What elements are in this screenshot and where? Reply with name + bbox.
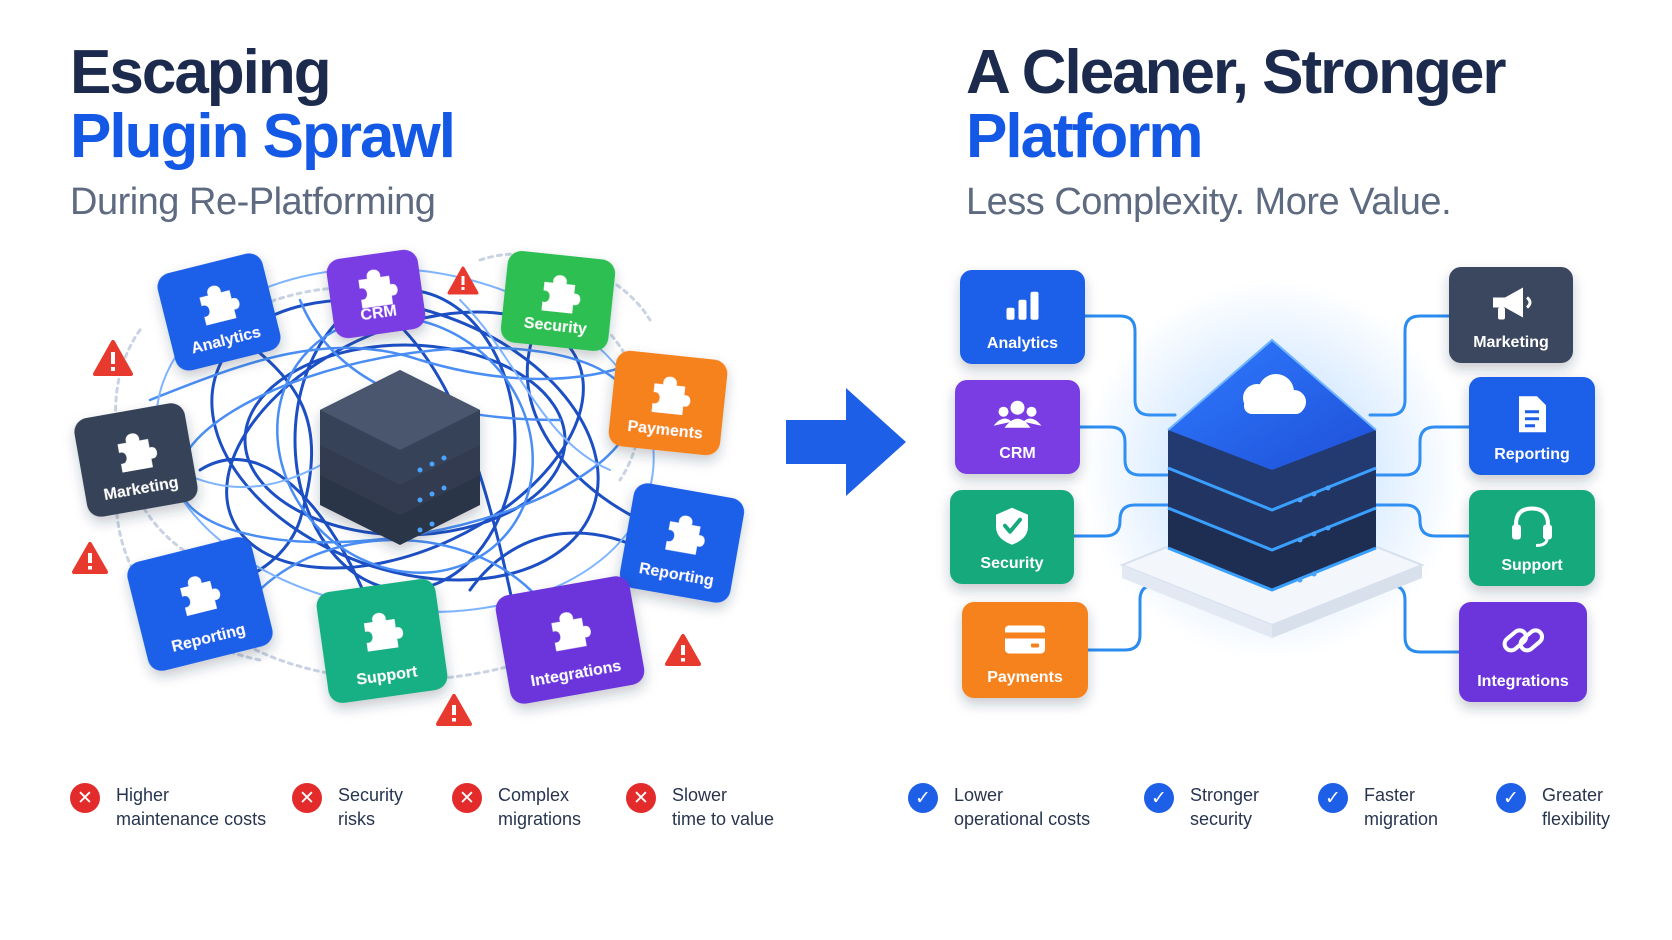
puzzle-icon (541, 275, 581, 314)
plugin-tile: CRM (326, 249, 426, 339)
module-tile: Support (1469, 490, 1595, 586)
left-title-line2: Plugin Sprawl (70, 102, 456, 171)
check-circle-icon: ✓ (1144, 783, 1174, 813)
megaphone-icon (1493, 287, 1532, 320)
problem-line2: risks (338, 809, 375, 829)
module-label: Payments (987, 669, 1063, 686)
problem-line1: Security (338, 785, 404, 805)
plugin-tile: Reporting (127, 537, 273, 671)
module-label: Security (980, 555, 1043, 572)
module-label: Analytics (987, 335, 1058, 352)
module-tile: CRM (955, 380, 1080, 474)
check-circle-icon: ✓ (1496, 783, 1526, 813)
benefit-item: ✓ Faster migration (1318, 783, 1438, 831)
users-icon (993, 400, 1042, 428)
problem-item: ✕ Slower time to value (626, 783, 774, 831)
problems-row: ✕ Higher maintenance costs ✕ Security risk… (70, 783, 810, 843)
problem-line1: Complex (498, 785, 570, 805)
module-tile: Analytics (960, 270, 1085, 364)
puzzle-icon (180, 576, 221, 617)
right-title-line2: Platform (966, 102, 1203, 171)
module-label: Integrations (1477, 673, 1569, 690)
puzzle-icon (199, 285, 240, 326)
problem-line1: Slower (672, 785, 728, 805)
bar-chart-icon (1006, 291, 1039, 320)
warning-icon (447, 266, 479, 295)
plugin-label: CRM (359, 302, 397, 324)
check-circle-icon: ✓ (908, 783, 938, 813)
benefit-line1: Faster (1364, 785, 1416, 805)
plugin-tile: Analytics (157, 253, 281, 371)
module-tile: Integrations (1459, 602, 1587, 702)
problem-item: ✕ Complex migrations (452, 783, 581, 831)
warning-icons (72, 266, 701, 726)
x-circle-icon: ✕ (292, 783, 322, 813)
credit-card-icon (1005, 625, 1045, 654)
plugin-label: Security (523, 315, 588, 339)
cloud-icon (1243, 374, 1306, 414)
module-tile: Security (950, 490, 1074, 584)
puzzle-icon (665, 515, 705, 555)
warning-icon (436, 694, 472, 726)
left-subtitle: During Re-Platforming (70, 181, 436, 223)
module-tile: Marketing (1449, 267, 1573, 363)
puzzle-icon (117, 433, 157, 473)
arrow-right-icon (786, 388, 906, 496)
check-circle-icon: ✓ (1318, 783, 1348, 813)
puzzle-icon (651, 376, 691, 416)
benefit-line1: Greater (1542, 785, 1604, 805)
document-icon (1519, 396, 1546, 433)
puzzle-icon (363, 612, 403, 652)
module-label: CRM (999, 445, 1035, 462)
shield-check-icon (996, 507, 1028, 545)
legacy-server-icon (320, 370, 480, 545)
benefit-item: ✓ Stronger security (1144, 783, 1259, 831)
left-title-line1: Escaping (70, 38, 332, 107)
puzzle-icon (551, 612, 591, 652)
module-tile: Payments (962, 602, 1088, 698)
benefit-line2: security (1190, 809, 1253, 829)
benefit-line2: flexibility (1542, 809, 1611, 829)
problem-line1: Higher (116, 785, 170, 805)
problem-line2: migrations (498, 809, 582, 829)
cloud-server-icon (1167, 338, 1377, 592)
plugin-tile: Marketing (74, 403, 198, 517)
plugin-tile: Support (316, 579, 448, 703)
benefit-line2: operational costs (954, 809, 1091, 829)
link-icon (1502, 628, 1545, 653)
module-label: Support (1501, 557, 1563, 574)
problem-line2: time to value (672, 809, 775, 829)
warning-icon (93, 340, 133, 376)
plugin-tile: Integrations (495, 576, 645, 704)
warning-icon (72, 542, 108, 574)
module-tile: Reporting (1469, 377, 1595, 475)
module-label: Reporting (1494, 446, 1570, 463)
benefit-line2: migration (1364, 809, 1439, 829)
puzzle-icon (358, 269, 398, 309)
benefit-item: ✓ Lower operational costs (908, 783, 1090, 831)
right-title-line1: A Cleaner, Stronger (966, 38, 1507, 107)
plugin-tile: Payments (608, 350, 728, 456)
benefits-row: ✓ Lower operational costs ✓ Stronger secur… (908, 783, 1648, 843)
headset-icon (1512, 506, 1552, 547)
plugin-tile: Security (500, 250, 616, 352)
plugin-tile: Reporting (619, 483, 745, 603)
x-circle-icon: ✕ (70, 783, 100, 813)
problem-line2: maintenance costs (116, 809, 267, 829)
benefit-line1: Stronger (1190, 785, 1260, 805)
plugin-tiles: Analytics CRM SecurityPaymentsMarketingRep… (74, 249, 745, 704)
problem-item: ✕ Higher maintenance costs (70, 783, 266, 831)
benefit-item: ✓ Greater flexibility (1496, 783, 1610, 831)
x-circle-icon: ✕ (626, 783, 656, 813)
module-label: Marketing (1473, 334, 1549, 351)
x-circle-icon: ✕ (452, 783, 482, 813)
benefit-line1: Lower (954, 785, 1004, 805)
right-subtitle: Less Complexity. More Value. (966, 181, 1452, 223)
warning-icon (665, 634, 701, 666)
problem-item: ✕ Security risks (292, 783, 403, 831)
